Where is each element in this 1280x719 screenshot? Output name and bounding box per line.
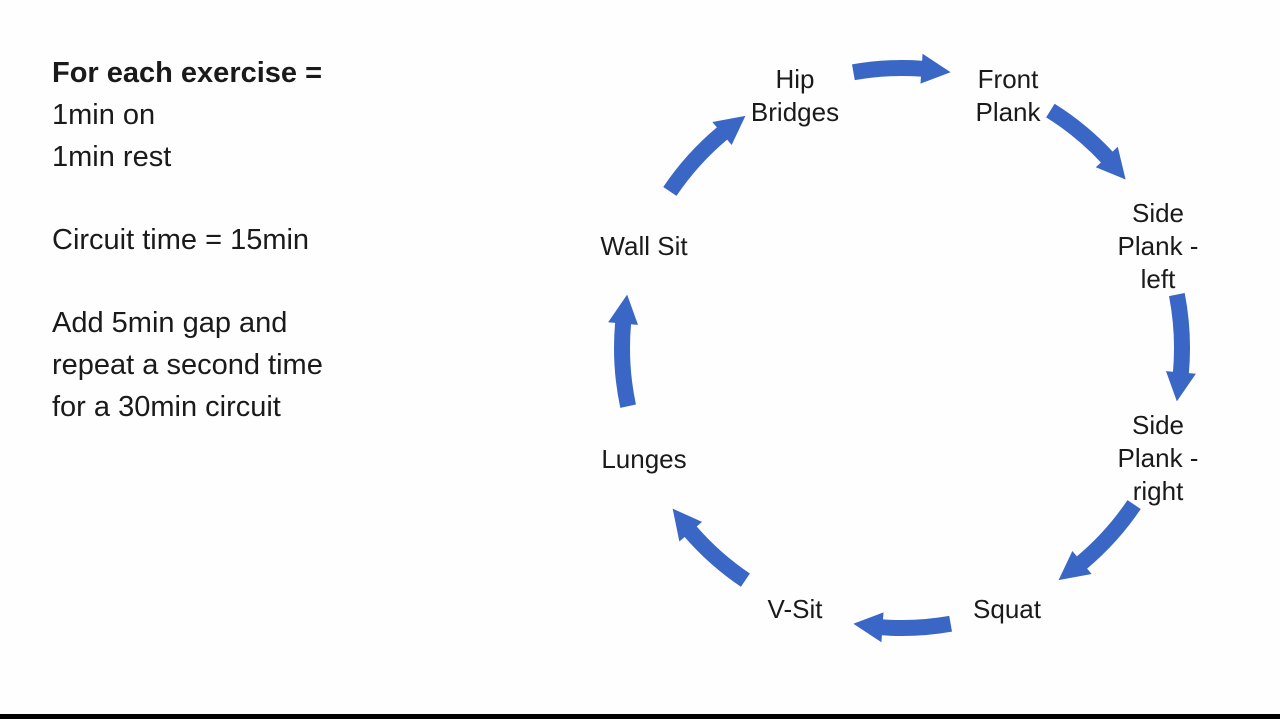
label-line: Plank - — [1117, 443, 1199, 473]
arrow-lunges-to-wall-sit — [608, 294, 639, 408]
instructions-line: 1min rest — [52, 141, 172, 173]
exercise-label-lunges: Lunges — [601, 443, 686, 476]
instructions-line: 1min on — [52, 99, 156, 131]
exercise-label-v-sit: V-Sit — [768, 593, 823, 626]
label-line: Side — [1131, 198, 1185, 228]
label-line: Plank - — [1117, 231, 1199, 261]
label-line: Hip — [775, 64, 815, 94]
instructions-text: For each exercise = 1min on 1min rest Ci… — [52, 52, 323, 428]
exercise-label-side-plank-left: Side Plank - left — [1118, 197, 1199, 296]
bottom-bar — [0, 714, 1280, 719]
label-line: Lunges — [601, 444, 687, 474]
arrow-v-sit-to-lunges — [672, 508, 750, 587]
arrow-wall-sit-to-hip-bridges — [663, 115, 746, 196]
repeat-line: repeat a second time — [52, 349, 323, 381]
repeat-line: for a 30min circuit — [52, 391, 281, 423]
exercise-label-front-plank: Front Plank — [975, 63, 1040, 129]
exercise-label-squat: Squat — [973, 593, 1041, 626]
arrow-hip-bridges-to-front-plank — [851, 53, 951, 84]
exercise-label-side-plank-right: Side Plank - right — [1118, 409, 1199, 508]
exercise-label-hip-bridges: Hip Bridges — [751, 63, 839, 129]
arrow-side-plank-right-to-squat — [1058, 500, 1141, 581]
exercise-label-wall-sit: Wall Sit — [600, 230, 687, 263]
label-line: Squat — [973, 594, 1041, 624]
repeat-line: Add 5min gap and — [52, 307, 288, 339]
instructions-heading: For each exercise = — [52, 57, 323, 89]
arrow-front-plank-to-side-plank-left — [1046, 103, 1126, 180]
label-line: Side — [1131, 410, 1185, 440]
label-line: Front — [977, 64, 1039, 94]
label-line: Wall Sit — [600, 231, 688, 261]
arrow-side-plank-left-to-side-plank-right — [1165, 293, 1196, 402]
arrow-squat-to-v-sit — [853, 612, 953, 643]
label-line: V-Sit — [767, 594, 823, 624]
label-line: left — [1140, 264, 1176, 294]
label-line: right — [1132, 476, 1184, 506]
label-line: Plank — [975, 97, 1041, 127]
circuit-time-text: Circuit time = 15min — [52, 224, 310, 256]
label-line: Bridges — [750, 97, 840, 127]
